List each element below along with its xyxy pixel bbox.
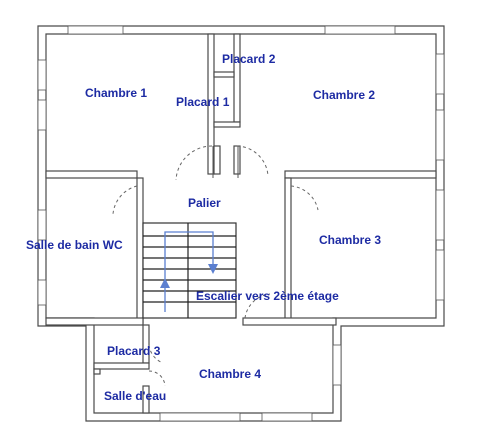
door-chambre3: [290, 185, 319, 211]
doors: [112, 145, 319, 387]
label-salle-de-bain: Salle de bain WC: [26, 238, 123, 252]
door-chambre4: [244, 293, 271, 319]
label-placard3: Placard 3: [107, 344, 161, 358]
label-placard2: Placard 2: [222, 52, 276, 66]
door-chambre2: [236, 145, 269, 177]
label-chambre3: Chambre 3: [319, 233, 381, 247]
door-salle-eau: [148, 370, 166, 387]
interior-walls: [45, 33, 437, 414]
door-chambre1: [175, 145, 213, 181]
windows: [37, 25, 445, 422]
label-salle-eau: Salle d'eau: [104, 389, 166, 403]
room-labels: Chambre 1 Placard 2 Placard 1 Chambre 2 …: [26, 52, 381, 403]
staircase: [142, 222, 237, 319]
door-salle-de-bain: [112, 185, 138, 215]
label-placard1: Placard 1: [176, 95, 230, 109]
label-chambre4: Chambre 4: [199, 367, 261, 381]
arrow-up-icon: [160, 278, 170, 288]
door-placard3: [148, 344, 164, 364]
stair-direction-arrow: [164, 231, 214, 312]
label-chambre1: Chambre 1: [85, 86, 147, 100]
label-palier: Palier: [188, 196, 221, 210]
label-escalier: Escalier vers 2ème étage: [196, 289, 339, 303]
label-chambre2: Chambre 2: [313, 88, 375, 102]
arrow-down-icon: [208, 264, 218, 274]
